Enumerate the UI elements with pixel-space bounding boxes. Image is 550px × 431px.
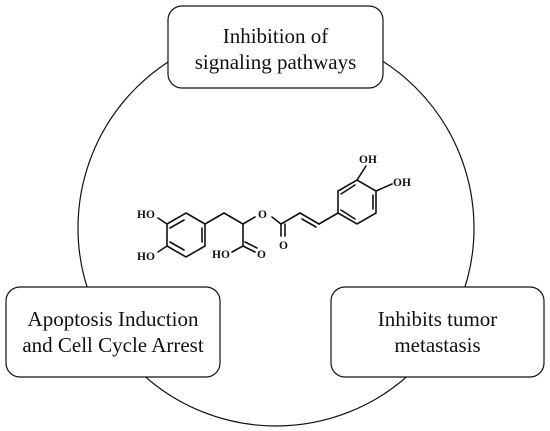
label-oh-right: OH [393,177,411,189]
molecule-structure: HO HO HO O O O OH OH [137,154,411,263]
label-ho-upper: HO [137,209,155,221]
bond-ho-upper [157,217,168,225]
bond-vinyl-2-double [301,218,317,228]
bond-acid-co [242,245,256,253]
right-box-line1: Inhibits tumor [378,307,498,331]
bond-oh-top [356,165,367,181]
left-ring-double-bond [169,241,185,251]
bond-ch2 [204,212,225,225]
left-box: Apoptosis Induction and Cell Cycle Arres… [5,286,221,378]
bond-oh-right [375,183,393,192]
label-ho-acid: HO [212,249,230,261]
bond-vinyl-3 [318,212,339,225]
bond-ho-lower [157,245,168,253]
left-box-line1: Apoptosis Induction [28,307,199,331]
bond-ch [223,212,244,225]
right-ring-double-bond [340,209,356,220]
bond-acid-co-double [244,241,258,249]
bond-vinyl-2 [299,212,320,225]
label-ho-lower: HO [137,251,155,263]
label-o-acid: O [257,249,266,261]
right-ring [337,179,377,225]
bond-ester-o [271,216,282,225]
bond-to-ester-o [242,216,256,225]
bond-acid-oh [231,245,244,253]
left-ring [166,212,206,258]
bond-vinyl-1 [280,212,301,225]
label-o-carbonyl: O [279,240,288,252]
right-box-line2: metastasis [394,333,480,357]
left-ring-double-bond [169,219,185,229]
top-box: Inhibition of signaling pathways [167,5,384,89]
right-ring-double-bond [340,184,356,195]
right-box: Inhibits tumor metastasis [330,286,545,378]
label-o-ester: O [258,209,267,221]
top-box-line1: Inhibition of [223,24,329,48]
left-box-line2: and Cell Cycle Arrest [22,333,204,357]
label-oh-top: OH [359,154,377,166]
top-box-line2: signaling pathways [195,50,357,74]
